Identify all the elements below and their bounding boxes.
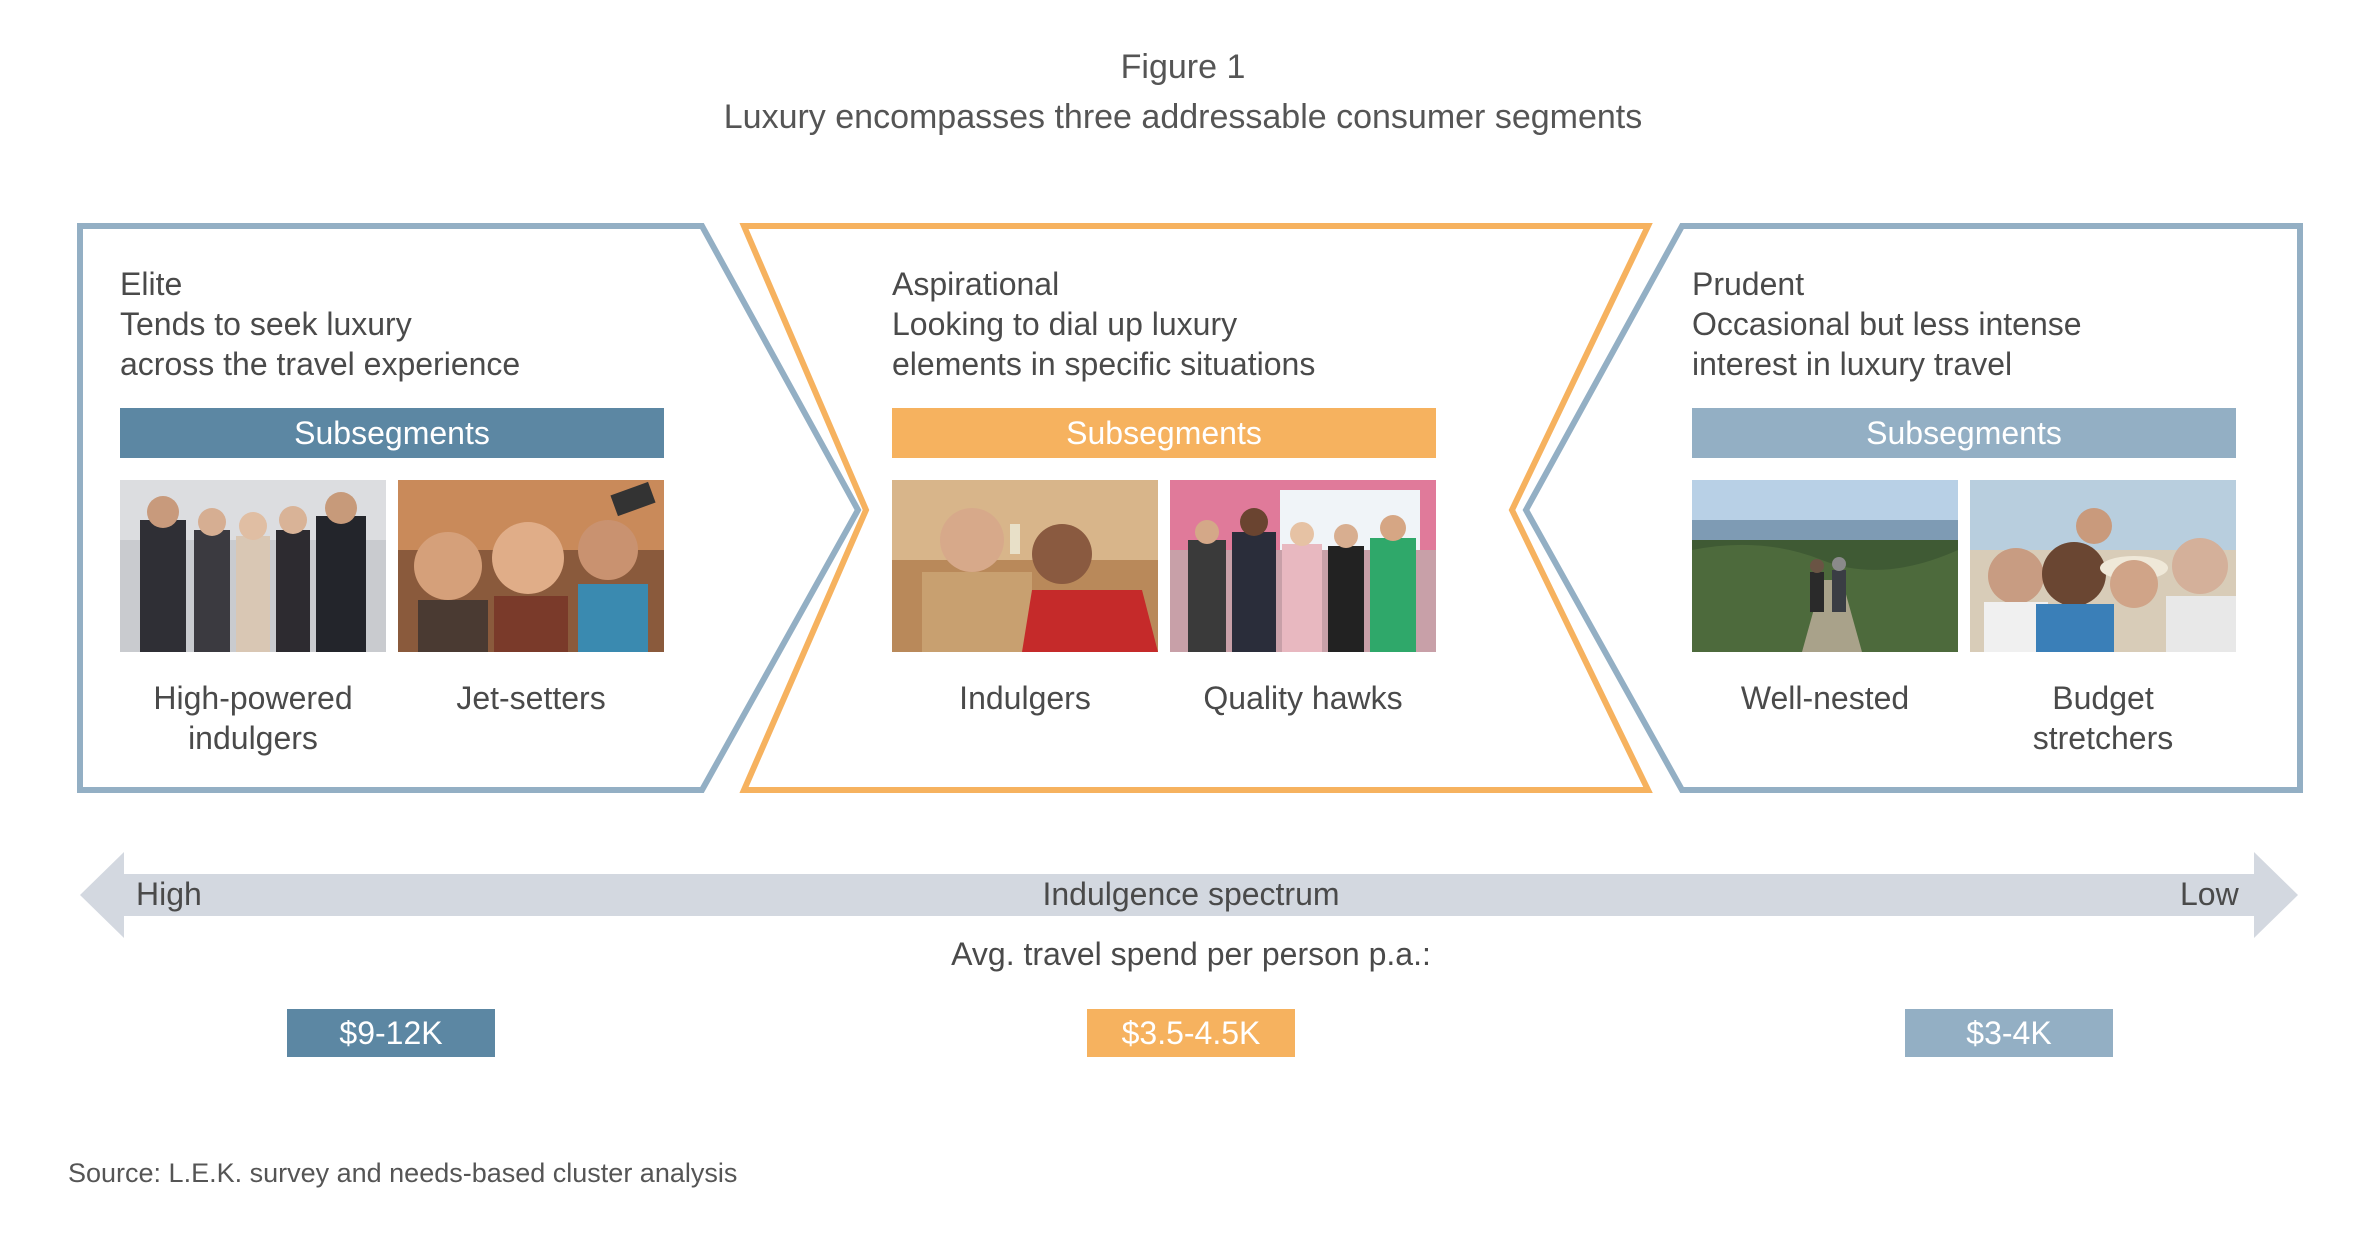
elite-segment-title: Elite: [120, 266, 183, 302]
prudent-segment-title: Prudent: [1692, 266, 1805, 302]
elite-description-line1: Tends to seek luxury: [120, 306, 412, 342]
subsegment-caption-jet-setters: Jet-setters: [456, 680, 606, 716]
aspirational-frame: [739, 223, 1653, 793]
selfie-group-photo: [398, 480, 664, 652]
spectrum-high-label: High: [136, 876, 202, 912]
subsegment-caption-well-nested: Well-nested: [1740, 680, 1910, 716]
senior-group-photo: [1970, 480, 2236, 652]
spend-caption: Avg. travel spend per person p.a.:: [951, 936, 1431, 972]
source-note: Source: L.E.K. survey and needs-based cl…: [68, 1158, 738, 1188]
subsegment-caption-indulgers: Indulgers: [959, 680, 1091, 716]
elite-frame: [77, 223, 862, 793]
spectrum-low-label: Low: [2180, 876, 2239, 912]
prudent-subsegments-bar: Subsegments: [1692, 408, 2236, 458]
indulgence-spectrum-arrow: [80, 852, 2298, 938]
aspirational-subsegments-bar: Subsegments: [892, 408, 1436, 458]
aspirational-spend-badge: $3.5-4.5K: [1087, 1009, 1295, 1057]
aspirational-segment-title: Aspirational: [892, 266, 1060, 302]
prudent-frame: [1522, 223, 2303, 793]
fashion-group-photo: [120, 480, 386, 652]
subsegment-caption-high-powered-indulgers: High-powered indulgers: [153, 680, 353, 756]
subsegment-caption-quality-hawks: Quality hawks: [1203, 680, 1403, 716]
figure-title: Luxury encompasses three addressable con…: [723, 98, 1643, 136]
aspirational-description-line1: Looking to dial up luxury: [892, 306, 1238, 342]
aspirational-description-line2: elements in specific situations: [892, 346, 1316, 382]
prudent-description-line1: Occasional but less intense: [1692, 306, 2082, 342]
prudent-spend-badge: $3-4K: [1905, 1009, 2113, 1057]
figure-label: Figure 1: [1120, 48, 1246, 86]
elite-subsegments-bar: Subsegments: [120, 408, 664, 458]
elite-description-line2: across the travel experience: [120, 346, 521, 382]
couple-toast-photo: [892, 480, 1158, 652]
spectrum-label: Indulgence spectrum: [1042, 876, 1340, 912]
team-group-photo: [1170, 480, 1436, 652]
subsegment-caption-budget-stretchers: Budget stretchers: [2032, 680, 2174, 756]
prudent-description-line2: interest in luxury travel: [1692, 346, 2013, 382]
elite-spend-badge: $9-12K: [287, 1009, 495, 1057]
couple-walking-photo: [1692, 480, 1958, 652]
